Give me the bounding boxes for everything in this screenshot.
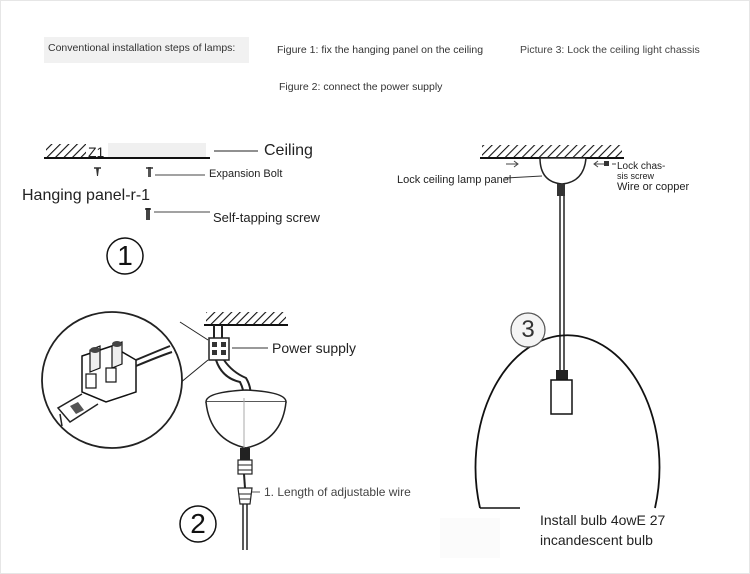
step2-number: 2	[190, 508, 206, 539]
step1-number-circle	[106, 237, 144, 275]
expansion-bolt-icon	[148, 167, 151, 177]
step3-ceiling-group	[480, 145, 624, 159]
header-figure2: Figure 2: connect the power supply	[279, 81, 443, 93]
step3-wire-copper-label: Wire or copper	[617, 181, 690, 193]
step1-hanging-panel-label: Hanging panel-r-1	[22, 187, 151, 204]
step3-install-bulb-label-2: incandescent bulb	[540, 532, 653, 548]
step1-z1-label: Z1	[88, 144, 105, 160]
lock-panel-leader	[504, 175, 543, 179]
step1-ceiling-label: Ceiling	[264, 142, 313, 159]
step1-expansion-bolt-label: Expansion Bolt	[209, 168, 283, 180]
step1-screws	[94, 167, 210, 220]
wire-adjuster	[237, 487, 253, 505]
step3-install-bulb-label-1: Install bulb 4owE 27	[540, 512, 666, 528]
step3-number-circle	[510, 312, 546, 348]
step1-self-tapping-label: Self-tapping screw	[213, 210, 320, 225]
step1-ceiling-hatch	[46, 144, 86, 157]
canopy-bowl	[205, 401, 287, 449]
zoom-terminal	[56, 341, 173, 427]
header-figure1: Figure 1: fix the hanging panel on the c…	[277, 44, 484, 56]
header-conventional-steps: Conventional installation steps of lamps…	[48, 42, 236, 54]
screw-left-icon	[96, 168, 99, 176]
lock-arrow-left	[506, 160, 519, 168]
step3-number: 3	[521, 316, 535, 343]
header-highlight	[44, 37, 249, 63]
header-picture3: Picture 3: Lock the ceiling light chassi…	[520, 44, 700, 56]
globe-shade	[474, 334, 661, 509]
step2-ceiling-hatch	[206, 312, 286, 324]
step1-ceiling-group	[44, 143, 258, 159]
lamp-holder	[550, 379, 573, 415]
step1-number: 1	[117, 240, 133, 271]
cord-grip-top	[240, 448, 250, 460]
step3-lock-panel-label: Lock ceiling lamp panel	[397, 174, 512, 186]
self-tapping-screw-icon	[146, 208, 150, 220]
step2-ceiling-group	[204, 312, 288, 326]
step1-panel-blur	[108, 143, 206, 157]
step2-power-supply-label: Power supply	[272, 340, 357, 356]
step3-lock-chassis-label-2: sis screw	[617, 171, 655, 181]
step2-number-circle	[179, 505, 217, 543]
canopy-top	[205, 389, 287, 403]
lamp-socket-top	[556, 370, 568, 380]
step2-adjustable-wire-label: 1. Length of adjustable wire	[264, 485, 411, 499]
terminal-block-small	[208, 337, 230, 361]
step3-canopy	[539, 157, 587, 185]
step3-ceiling-hatch	[482, 145, 622, 157]
step3-lock-chassis-label-1: Lock chas-	[617, 161, 666, 172]
